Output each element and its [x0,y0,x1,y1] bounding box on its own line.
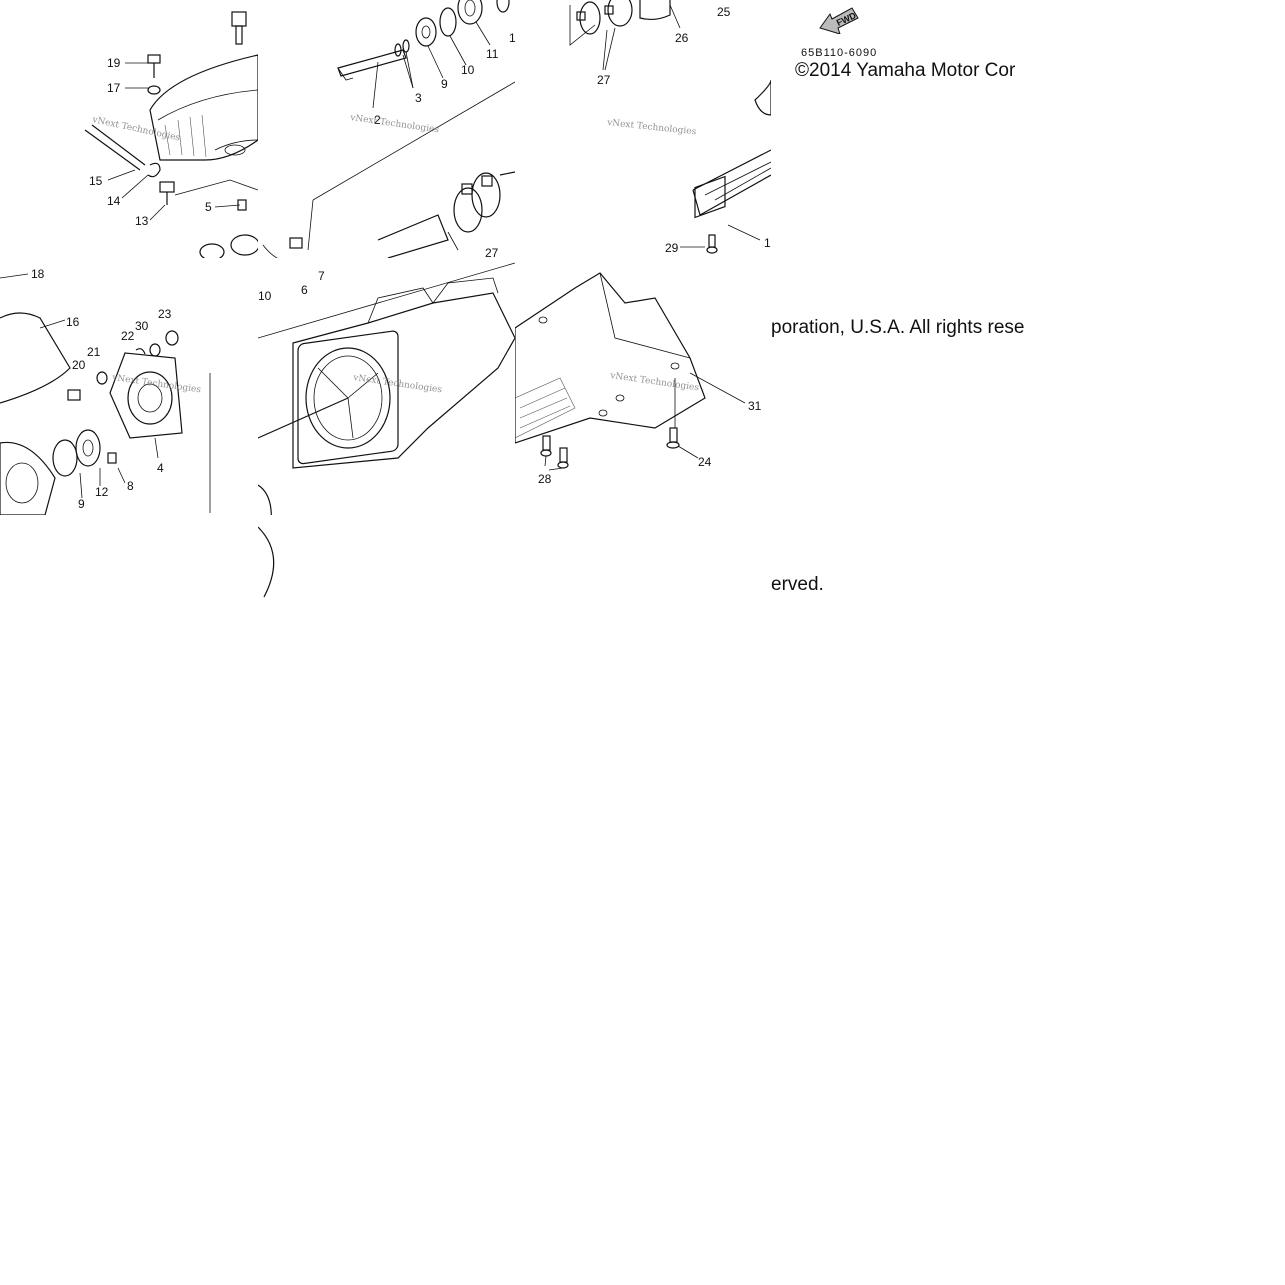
drive-shaft-drawing: 3 9 10 11 1 2 27 vNext Technologies [262,0,515,258]
callout-24: 24 [698,455,712,469]
callout-22: 22 [121,329,135,343]
callout-29: 29 [665,241,679,255]
callout-12: 12 [95,485,109,499]
callout-9: 9 [441,77,448,91]
callout-27: 27 [597,73,611,87]
watermark: vNext Technologies [352,373,443,396]
diagram-tile-center: 10 6 7 vNext Technologies [258,258,515,515]
impeller-housing-drawing: 18 16 23 30 22 21 20 4 12 8 9 vNext Tech… [0,267,211,515]
callout-26: 26 [675,31,689,45]
diagram-tile-middle-left: 18 16 23 30 22 21 20 4 12 8 9 vNext Tech… [0,258,258,515]
ride-plate-drawing: 25 26 27 29 1 vNext Technologies [569,0,771,255]
callout-3: 3 [415,91,422,105]
callout-11: 11 [486,47,499,61]
callout-19: 19 [107,56,121,70]
callout-1: 1 [509,31,515,45]
callout-5: 5 [205,200,212,214]
watermark: vNext Technologies [90,115,181,144]
watermark: vNext Technologies [349,113,440,136]
exhaust-cover-drawing: 19 17 15 14 13 5 vNext Technologies [84,11,258,258]
callout-13: 13 [135,214,149,228]
diagram-tile-upper-middle: 3 9 10 11 1 2 27 vNext Technologies [258,0,515,258]
copyright-line-2: poration, U.S.A. All rights rese [771,317,1025,338]
callout-31: 31 [748,399,762,413]
callout-9: 9 [78,497,85,511]
intake-duct-drawing: 31 24 28 vNext Technologies [515,272,762,486]
callout-28: 28 [538,472,552,486]
callout-14: 14 [107,194,121,208]
watermark: vNext Technologies [606,118,697,137]
part-code: 65B110-6090 [801,47,878,59]
copyright-line-1: ©2014 Yamaha Motor Cor [795,60,1016,81]
callout-2: 2 [374,113,381,127]
watermark: vNext Technologies [111,373,202,396]
callout-21: 21 [87,345,101,359]
callout-16: 16 [66,315,80,329]
callout-10: 10 [258,289,272,303]
callout-18: 18 [31,267,45,281]
callout-6: 6 [301,283,308,297]
callout-15: 15 [89,174,103,188]
diagram-tile-middle-right: 31 24 28 vNext Technologies [515,258,771,515]
fwd-arrow-icon: FWD [819,7,859,35]
callout-25: 25 [717,5,731,19]
callout-30: 30 [135,319,149,333]
watermark: vNext Technologies [609,371,700,394]
callout-23: 23 [158,307,172,321]
diagram-tile-upper-left: 19 17 15 14 13 5 vNext Technologies [0,0,258,258]
callout-10: 10 [461,63,475,77]
copyright-line-3: erved. [771,574,824,595]
jet-pump-drawing: 10 6 7 vNext Technologies [258,262,515,515]
callout-1: 1 [764,236,771,250]
callout-27: 27 [485,246,499,258]
partial-outline-shape [257,526,275,598]
callout-4: 4 [157,461,164,475]
callout-17: 17 [107,81,121,95]
callout-7: 7 [318,269,325,283]
partial-outline [257,525,280,600]
callout-8: 8 [127,479,134,493]
fwd-arrow: FWD [818,4,862,35]
diagram-tile-upper-right: 25 26 27 29 1 vNext Technologies [515,0,771,258]
callout-20: 20 [72,358,86,372]
